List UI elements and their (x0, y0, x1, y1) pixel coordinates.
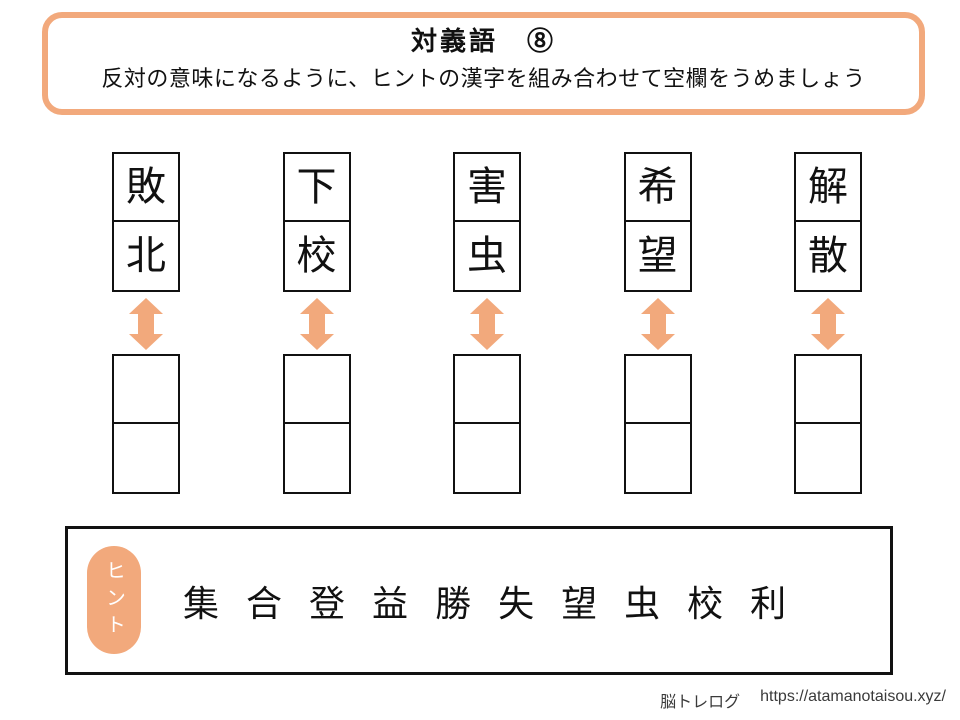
hint-character: 虫 (624, 582, 661, 624)
word-columns-row: 敗 北 下 校 (112, 152, 862, 494)
answer-cell-bottom[interactable] (114, 424, 178, 492)
hint-character: 益 (372, 582, 409, 624)
given-kanji-top: 解 (796, 154, 860, 222)
hint-character: 登 (309, 582, 346, 624)
instruction-text: 反対の意味になるように、ヒントの漢字を組み合わせて空欄をうめましょう (101, 66, 866, 91)
answer-cell-top[interactable] (284, 356, 349, 424)
answer-cell-bottom[interactable] (626, 424, 690, 492)
answer-cell-top[interactable] (455, 356, 519, 424)
hint-panel: ヒント 集 合 登 益 勝 失 望 虫 校 利 (65, 526, 893, 675)
hint-character: 勝 (435, 582, 472, 624)
word-column-2: 下 校 (282, 152, 351, 494)
hint-character: 合 (246, 582, 283, 624)
word-column-3: 害 虫 (453, 152, 521, 494)
header-card: 対義語 ⑧ 反対の意味になるように、ヒントの漢字を組み合わせて空欄をうめましょう (42, 12, 925, 115)
hint-label: ヒント (102, 559, 125, 641)
given-kanji-bottom: 校 (296, 234, 337, 278)
answer-cell-bottom[interactable] (455, 424, 519, 492)
given-word-box: 希 望 (623, 152, 692, 292)
hint-character: 失 (498, 582, 535, 624)
given-kanji-top: 敗 (114, 154, 178, 222)
answer-cell-top[interactable] (796, 356, 860, 424)
answer-cell-top[interactable] (625, 356, 690, 424)
word-column-5: 解 散 (794, 152, 862, 494)
given-word-box: 害 虫 (453, 152, 521, 292)
word-column-1: 敗 北 (112, 152, 180, 494)
up-down-arrow-icon (640, 298, 675, 350)
given-kanji-top: 下 (284, 154, 349, 222)
answer-word-box (794, 354, 862, 494)
up-down-arrow-icon (129, 298, 163, 350)
site-url: https://atamanotaisou.xyz/ (760, 688, 946, 705)
given-kanji-top: 害 (455, 154, 519, 222)
given-kanji-top: 希 (625, 154, 690, 222)
given-kanji-bottom: 散 (808, 234, 848, 278)
hint-label-badge: ヒント (87, 546, 141, 654)
given-kanji-bottom: 望 (637, 234, 678, 278)
hint-character: 望 (561, 582, 598, 624)
given-word-box: 敗 北 (112, 152, 180, 292)
answer-cell-bottom[interactable] (796, 424, 860, 492)
answer-word-box (112, 354, 180, 494)
up-down-arrow-icon (811, 298, 845, 350)
page-title: 対義語 ⑧ (410, 26, 556, 56)
given-word-box: 下 校 (282, 152, 351, 292)
given-word-box: 解 散 (794, 152, 862, 292)
given-kanji-bottom: 北 (126, 234, 166, 278)
hint-characters-row: 集 合 登 益 勝 失 望 虫 校 利 (183, 529, 786, 672)
up-down-arrow-icon (470, 298, 504, 350)
answer-cell-bottom[interactable] (285, 424, 349, 492)
word-column-4: 希 望 (623, 152, 692, 494)
answer-word-box (453, 354, 521, 494)
given-kanji-bottom: 虫 (467, 234, 507, 278)
footer-credit: 脳トレログ https://atamanotaisou.xyz/ (660, 688, 946, 712)
up-down-arrow-icon (299, 298, 334, 350)
hint-character: 集 (183, 582, 220, 624)
hint-character: 校 (687, 582, 724, 624)
answer-word-box (623, 354, 692, 494)
site-name: 脳トレログ (660, 694, 741, 711)
answer-word-box (282, 354, 351, 494)
hint-character: 利 (750, 582, 787, 624)
answer-cell-top[interactable] (114, 356, 178, 424)
